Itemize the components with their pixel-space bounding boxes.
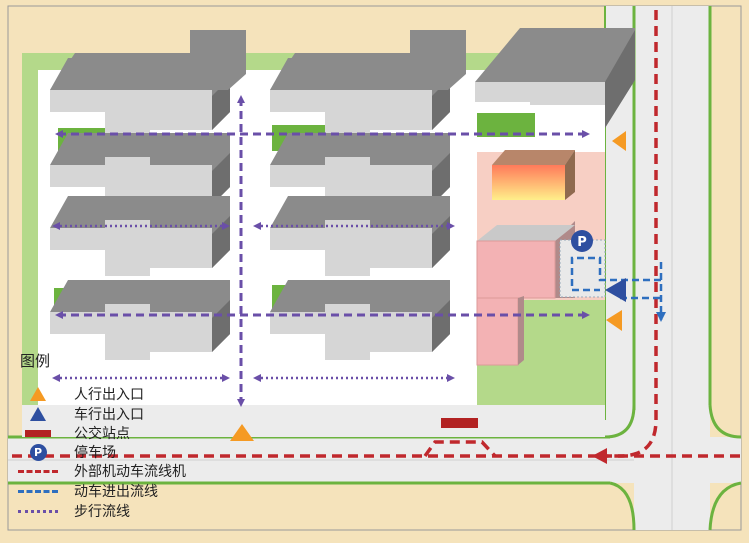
external-traffic-flow: [8, 10, 740, 458]
road-corner: [609, 481, 636, 531]
pedestrian-entrance-triangle: [230, 424, 254, 441]
residential-building: [50, 220, 212, 276]
site-edge: [22, 405, 605, 437]
residential-building-side: [50, 133, 230, 205]
yellow-building-side: [565, 150, 575, 200]
legend-item-label: 外部机动车流线机: [74, 464, 186, 480]
legend-item-external-traffic: 外部机动车流线机: [16, 461, 186, 481]
pedestrian-entrance-triangle: [612, 131, 626, 151]
residential-building-side: [270, 196, 450, 268]
commercial-block: [476, 240, 556, 299]
residential-building: [270, 82, 432, 138]
legend-item-parking: P 停车场: [16, 442, 116, 462]
legend-item-label: 停车场: [74, 445, 116, 461]
road-corner: [708, 404, 742, 439]
legend-item-label: 公交站点: [74, 426, 130, 442]
parking-icon-label: P: [577, 235, 587, 250]
parking-legend-icon: P: [16, 442, 60, 462]
red-dashed-line-legend-icon: [16, 461, 60, 481]
external-traffic-branch: [423, 440, 497, 458]
walking-flow-lines-dotted: [52, 222, 455, 382]
road-corner: [604, 404, 636, 439]
commercial-block-side-shade: [518, 296, 524, 365]
yellow-building: [492, 165, 565, 200]
residential-building: [475, 88, 530, 102]
legend-item-label: 人行出入口: [74, 387, 144, 403]
commercial-block-top: [477, 225, 575, 241]
parking-icon: [571, 230, 593, 252]
external-traffic-arrow: [592, 448, 607, 464]
residential-building-roof: [270, 30, 466, 90]
residential-building-shadow: [605, 30, 635, 128]
legend-item-label: 动车进出流线: [74, 484, 158, 500]
blue-dashed-line-legend-icon: [16, 481, 60, 501]
vehicle-entrance-triangle: [605, 278, 626, 302]
walking-flow-lines: [55, 95, 590, 407]
residential-building-side: [270, 280, 450, 352]
yellow-building-top: [492, 150, 575, 165]
vehicle-flow-arrow: [656, 312, 666, 322]
residential-building-side: [50, 196, 230, 268]
legend-item-bus-stop: 公交站点: [16, 423, 130, 443]
residential-building: [270, 220, 432, 276]
legend-item-vehicle-flow: 动车进出流线: [16, 481, 158, 501]
legend-title: 图例: [20, 352, 51, 370]
vehicle-entrance-legend-icon: [16, 404, 60, 424]
legend-item-vehicle-entrance: 车行出入口: [16, 404, 144, 424]
legend-item-pedestrian-entrance: 人行出入口: [16, 384, 144, 404]
residential-building-roof: [50, 30, 246, 90]
residential-building-side: [270, 133, 450, 205]
residential-building-side: [50, 280, 230, 352]
residential-building-shadow: [432, 78, 450, 130]
pedestrian-entrance-legend-icon: [16, 384, 60, 404]
residential-building-shadow: [432, 153, 450, 205]
residential-building-side: [475, 28, 635, 128]
vehicle-flow-line: [570, 256, 661, 292]
road-corner: [708, 481, 742, 531]
residential-building-shadow: [212, 78, 230, 130]
residential-building-shadow: [212, 153, 230, 205]
map-frame: [7, 5, 742, 531]
commercial-block-side: [476, 297, 519, 366]
pedestrian-entrance-triangle: [606, 310, 622, 331]
residential-building: [50, 82, 212, 138]
legend-item-walking-flow: 步行流线: [16, 501, 130, 521]
residential-building: [475, 82, 605, 105]
purple-dotted-line-legend-icon: [16, 501, 60, 521]
bus-stop-bar: [441, 418, 478, 428]
legend-item-label: 车行出入口: [74, 407, 144, 423]
legend-item-label: 步行流线: [74, 504, 130, 520]
bus-stop-legend-icon: [16, 423, 60, 443]
